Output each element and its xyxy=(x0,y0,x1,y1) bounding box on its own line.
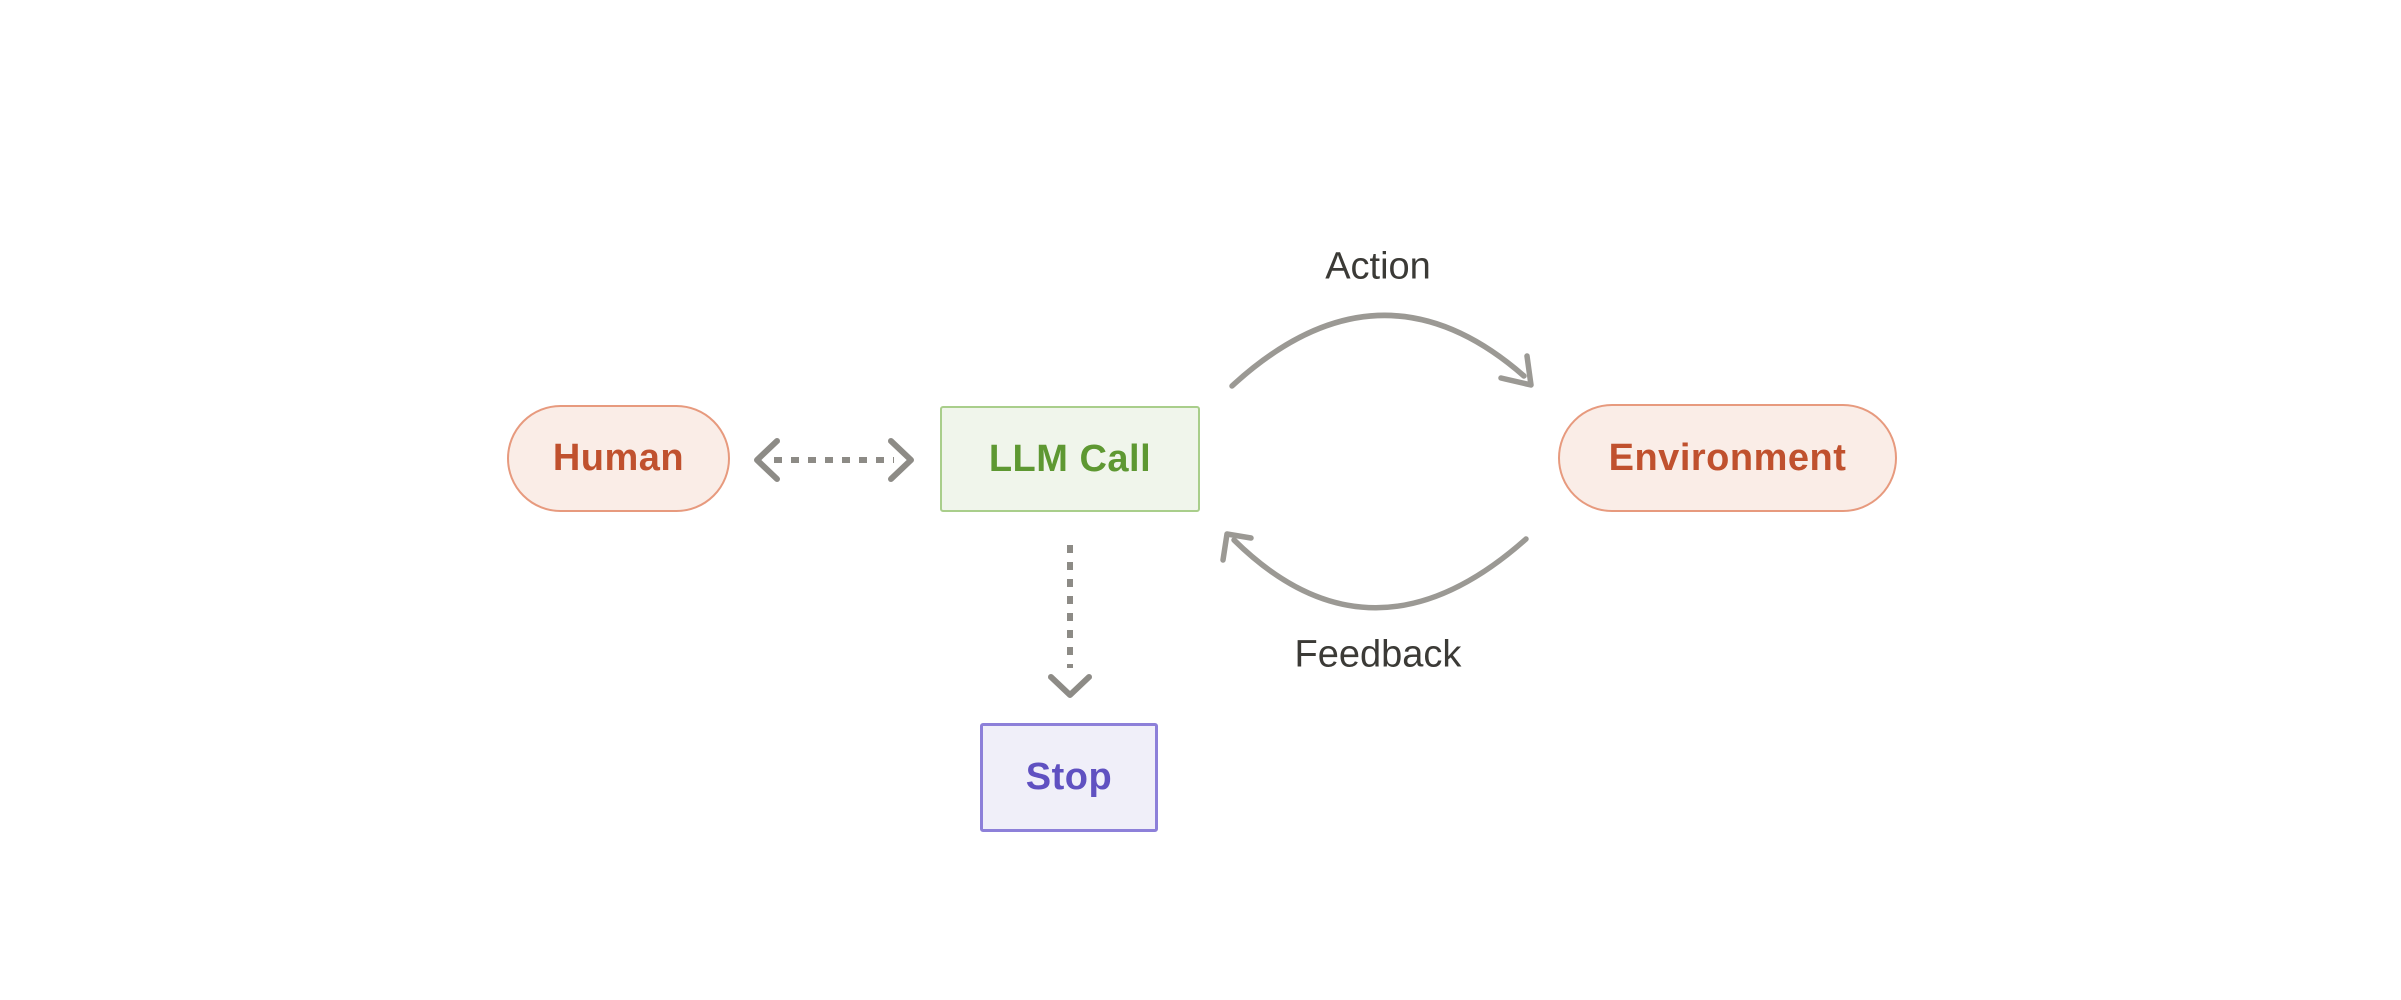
node-stop: Stop xyxy=(980,723,1158,832)
edge-action-arrow xyxy=(1229,312,1534,389)
edge-label-action: Action xyxy=(1325,245,1431,288)
node-llm-call: LLM Call xyxy=(940,406,1200,512)
node-stop-label: Stop xyxy=(1025,756,1113,798)
edge-human-llm-dashed-arrow xyxy=(754,438,914,482)
edge-llm-stop-dashed-arrow xyxy=(1048,545,1092,698)
edge-feedback-arrow xyxy=(1220,531,1529,611)
node-environment-label: Environment xyxy=(1608,436,1847,479)
node-environment: Environment xyxy=(1558,404,1897,512)
node-human-label: Human xyxy=(552,437,685,479)
node-human: Human xyxy=(507,405,730,512)
node-llm-call-label: LLM Call xyxy=(988,437,1152,480)
edge-label-feedback: Feedback xyxy=(1294,633,1462,676)
